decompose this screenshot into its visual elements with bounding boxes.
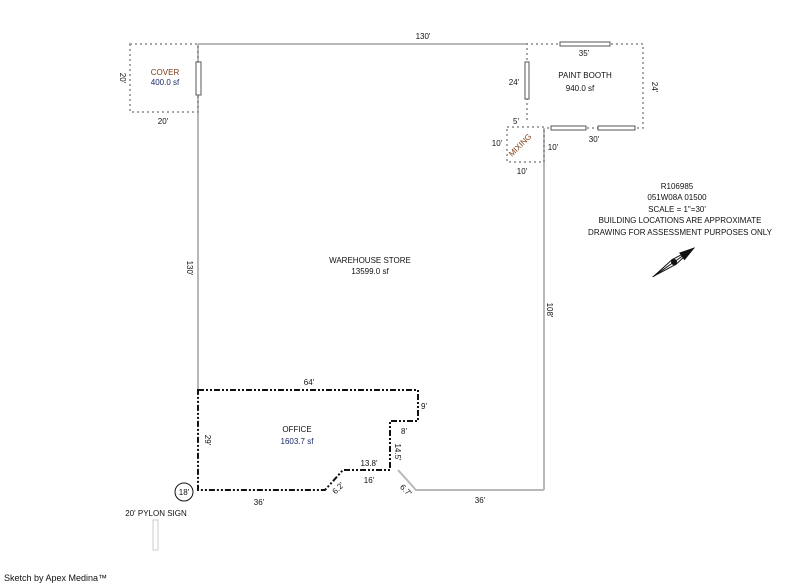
pylon-sign [152, 519, 159, 551]
office-dim-16: 16' [364, 476, 375, 485]
mixing-dim-left: 10' [492, 139, 503, 148]
office-dim-8: 8' [401, 427, 407, 436]
cover-dim-bottom: 20' [158, 117, 169, 126]
paint-booth-door-bottom-2 [597, 125, 636, 131]
paint-booth-dim-5: 5' [513, 117, 519, 126]
cover-dim-side: 20' [118, 73, 127, 84]
paint-booth-dim-right: 24' [650, 82, 659, 93]
paint-booth-door-left [524, 61, 530, 100]
mixing-dim-bottom: 10' [517, 167, 528, 176]
pylon-circle-label: 18' [179, 488, 190, 497]
paint-booth-dim-bottom: 30' [589, 135, 600, 144]
warehouse-dim-right: 108' [545, 303, 554, 318]
office-dim-14-5: 14.5' [393, 443, 402, 461]
office-name: OFFICE [282, 425, 311, 434]
pylon-label: 20' PYLON SIGN [125, 509, 187, 518]
office-dim-13-8: 13.8' [360, 459, 378, 468]
mixing-name: MIXING [507, 132, 533, 158]
paint-booth-name: PAINT BOOTH [558, 71, 612, 80]
scale-text: SCALE = 1"=30' [648, 205, 706, 214]
cover-door [195, 61, 202, 96]
parcel-number: R106985 [661, 182, 694, 191]
north-arrow-icon [652, 247, 696, 278]
pylon-circle [174, 482, 194, 502]
office-outline [197, 389, 419, 491]
office-dim-9: 9' [421, 402, 427, 411]
mixing-outline [506, 126, 545, 163]
warehouse-dim-bottom: 36' [475, 496, 486, 505]
note-approximate: BUILDING LOCATIONS ARE APPROXIMATE [599, 216, 762, 225]
office-dim-top: 64' [304, 378, 315, 387]
office-dim-left: 29' [203, 435, 212, 446]
paint-booth-area: 940.0 sf [566, 84, 595, 93]
office-dim-bottom: 36' [254, 498, 265, 507]
cover-area: 400.0 sf [151, 78, 180, 87]
office-area: 1603.7 sf [281, 437, 315, 446]
paint-booth-door-top [559, 41, 611, 47]
warehouse-dim-top: 130' [416, 32, 431, 41]
cover-name: COVER [151, 68, 180, 77]
paint-booth-door-bottom-1 [550, 125, 587, 131]
paint-booth-dim-left: 24' [509, 78, 520, 87]
warehouse-name: WAREHOUSE STORE [329, 256, 411, 265]
footer-credit: Sketch by Apex Medina™ [4, 573, 108, 583]
note-assessment: DRAWING FOR ASSESSMENT PURPOSES ONLY [588, 228, 773, 237]
paint-booth-dim-top: 35' [579, 49, 590, 58]
office-dim-6-2: 6.2' [331, 480, 347, 496]
warehouse-area: 13599.0 sf [351, 267, 389, 276]
map-number: 051W08A 01500 [647, 193, 707, 202]
warehouse-dim-left: 130' [185, 261, 194, 276]
mixing-dim-right: 10' [548, 143, 559, 152]
